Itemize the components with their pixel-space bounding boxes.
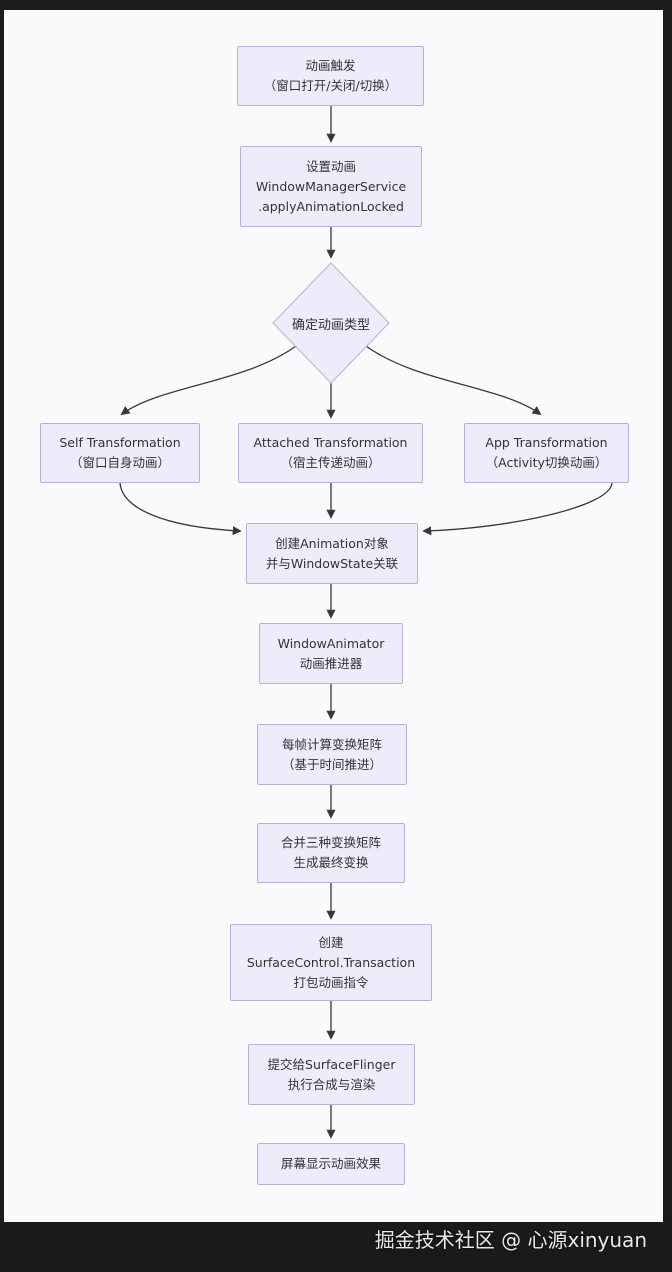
edge-decide-to-self: [120, 345, 297, 416]
node-line: 屏幕显示动画效果: [280, 1156, 381, 1171]
node-line: 创建: [318, 934, 344, 950]
node-line: （窗口自身动画）: [69, 455, 170, 470]
edge-self-to-create: [119, 482, 242, 536]
node-line: WindowAnimator: [277, 635, 385, 651]
node-app-transformation: App Transformation （Activity切换动画）: [464, 423, 629, 483]
node-line: （窗口打开/关闭/切换）: [263, 78, 398, 93]
node-attached-transformation: Attached Transformation （宿主传递动画）: [238, 423, 423, 483]
footer-bar: [0, 1222, 672, 1272]
node-line: Attached Transformation: [253, 435, 408, 450]
node-line: 执行合成与渲染: [287, 1076, 376, 1092]
node-line: 合并三种变换矩阵: [280, 835, 381, 850]
node-line: 动画触发: [305, 58, 356, 73]
node-line: （宿主传递动画）: [280, 455, 381, 470]
node-line: 打包动画指令: [293, 974, 369, 990]
node-line: （基于时间推进）: [281, 756, 382, 772]
node-line: 设置动画: [305, 158, 356, 174]
node-line: （Activity切换动画）: [485, 455, 608, 470]
node-line: SurfaceControl.Transaction: [246, 954, 416, 970]
node-merge-matrices: 合并三种变换矩阵 生成最终变换: [257, 823, 405, 883]
node-line: Self Transformation: [59, 435, 181, 450]
node-line: 创建Animation对象: [275, 535, 389, 551]
node-animation-trigger: 动画触发 （窗口打开/关闭/切换）: [237, 46, 424, 106]
node-set-animation: 设置动画 WindowManagerService .applyAnimatio…: [240, 146, 422, 227]
node-line: App Transformation: [485, 435, 608, 450]
node-surface-control-transaction: 创建 SurfaceControl.Transaction 打包动画指令: [230, 924, 432, 1001]
node-screen-display: 屏幕显示动画效果: [257, 1143, 405, 1185]
node-line: 生成最终变换: [293, 855, 369, 870]
node-line: WindowManagerService: [255, 178, 407, 194]
node-per-frame-matrix: 每帧计算变换矩阵 （基于时间推进）: [257, 724, 407, 785]
footer-credit: 掘金技术社区 @ 心源xinyuan: [374, 1228, 647, 1252]
edge-app-to-create: [422, 482, 613, 536]
node-create-animation-object: 创建Animation对象 并与WindowState关联: [246, 523, 418, 584]
node-line: 提交给SurfaceFlinger: [267, 1056, 396, 1072]
node-line: 动画推进器: [299, 655, 363, 671]
node-line: 并与WindowState关联: [265, 555, 399, 571]
edge-decide-to-app: [365, 345, 542, 416]
node-decide-animation-type: 确定动画类型: [291, 318, 370, 333]
decision-diamond-shape: [272, 262, 390, 384]
node-self-transformation: Self Transformation （窗口自身动画）: [40, 423, 200, 483]
node-line: 每帧计算变换矩阵: [281, 736, 382, 752]
node-line: .applyAnimationLocked: [258, 198, 404, 214]
node-window-animator: WindowAnimator 动画推进器: [259, 623, 403, 684]
node-submit-surfaceflinger: 提交给SurfaceFlinger 执行合成与渲染: [248, 1044, 415, 1105]
